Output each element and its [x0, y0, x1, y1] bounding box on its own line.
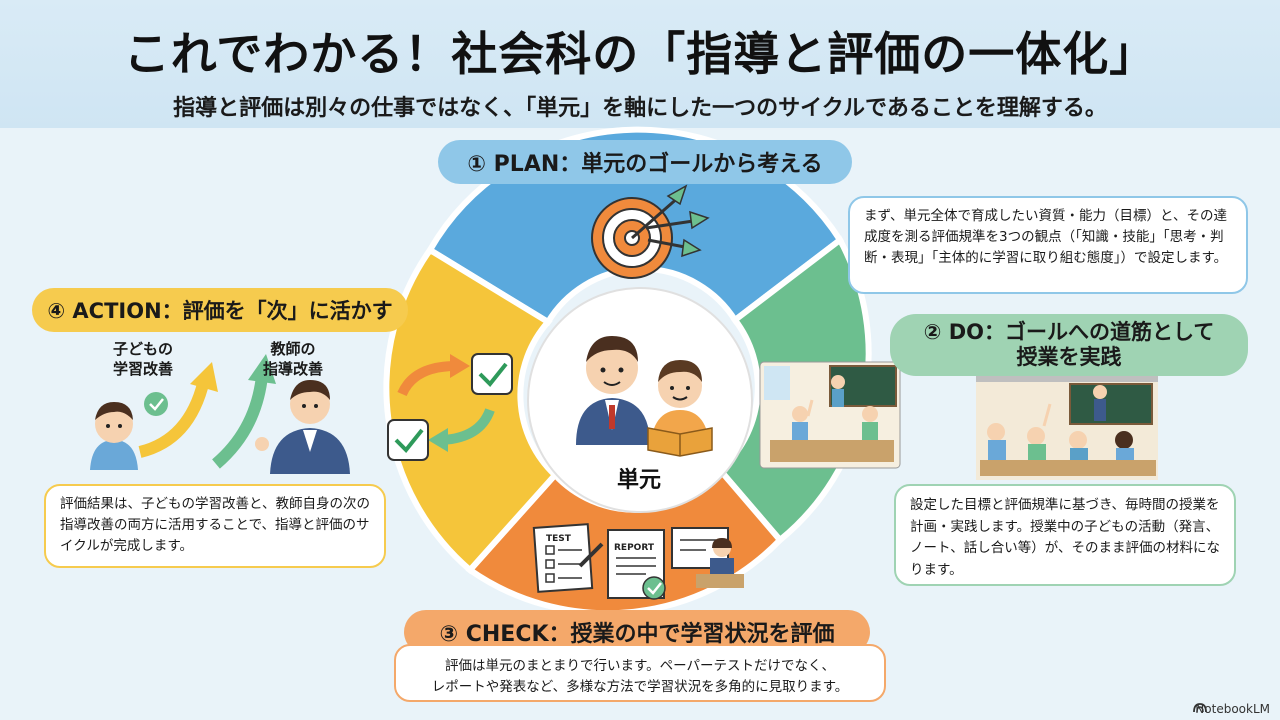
- page-subtitle: 指導と評価は別々の仕事ではなく、「単元」を軸にした一つのサイクルであることを理解…: [173, 96, 1107, 121]
- teacher-improvement-illustration: [212, 354, 350, 474]
- check-description: 評価は単元のまとまりで行います。ペーパーテストだけでなく、 レポートや発表など、…: [394, 644, 886, 702]
- check-description-line2: レポートや発表など、多様な方法で学習状況を多角的に見取ります。: [431, 678, 849, 695]
- do-description: 設定した目標と評価規準に基づき、毎時間の授業を計画・実践します。授業中の子どもの…: [894, 484, 1236, 586]
- page-title: これでわかる！社会科の「指導と評価の一体化」: [123, 27, 1157, 81]
- brand-icon: [1193, 703, 1207, 713]
- presenter-icon: [671, 527, 744, 588]
- target-icon: [591, 184, 710, 279]
- report-paper-icon: [607, 529, 666, 600]
- action-heading: ④ ACTION：評価を「次」に活かす: [32, 288, 408, 332]
- hub-circle: [527, 287, 753, 513]
- child-improvement-label: 子どもの 学習改善: [112, 340, 173, 378]
- test-paper-icon: [532, 523, 604, 593]
- brand-label: NotebookLM: [1195, 702, 1270, 716]
- do-heading-line1: ② DO：ゴールへの道筋として: [923, 319, 1215, 344]
- student-figure: [647, 360, 713, 457]
- hub-label: 単元: [616, 468, 661, 493]
- action-description: 評価結果は、子どもの学習改善と、教師自身の次の指導改善の両方に活用することで、指…: [44, 484, 386, 568]
- action-segment: [383, 245, 560, 575]
- check-description-line1: 評価は単元のまとまりで行います。ペーパーテストだけでなく、: [444, 658, 835, 674]
- plan-heading: ① PLAN：単元のゴールから考える: [438, 140, 852, 184]
- do-heading-line2: 授業を実践: [1016, 345, 1122, 369]
- check-heading: ③ CHECK：授業の中で学習状況を評価: [404, 610, 870, 654]
- test-label: TEST: [546, 534, 572, 544]
- teacher-improvement-label: 教師の 指導改善: [262, 340, 323, 378]
- do-heading: ② DO：ゴールへの道筋として 授業を実践: [890, 314, 1248, 376]
- report-label: REPORT: [614, 543, 655, 553]
- teacher-figure: [576, 336, 650, 445]
- plan-description: まず、単元全体で育成したい資質・能力（目標）と、その達成度を測る評価規準を3つの…: [848, 196, 1248, 294]
- header-band: [0, 0, 1280, 128]
- classroom-illustration-small: [759, 361, 901, 469]
- brand-watermark: NotebookLM: [1177, 702, 1270, 716]
- classroom-illustration-large: [976, 376, 1158, 480]
- cycle-arrows-icon: [387, 353, 513, 461]
- child-improvement-illustration: [90, 362, 218, 470]
